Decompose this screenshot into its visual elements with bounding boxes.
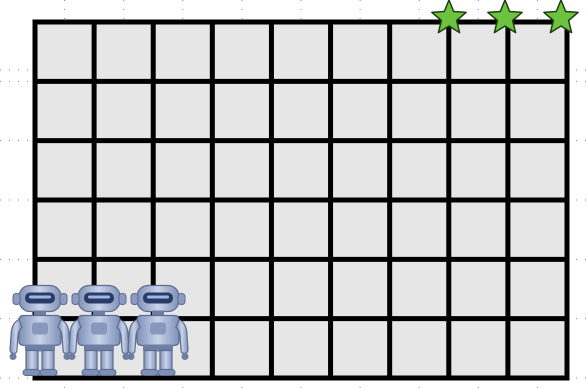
grid-cell [331,81,390,140]
grid-cell [449,259,508,318]
grid-cell [390,141,449,200]
grid-cell [271,259,330,318]
grid-cell [153,200,212,259]
grid-cell [35,22,94,81]
grid-cell [94,81,153,140]
grid-cell [449,200,508,259]
grid-cell [390,319,449,378]
grid-cell [449,81,508,140]
grid-cell [508,22,567,81]
grid-cell [212,141,271,200]
grid-cell [271,81,330,140]
grid-cell [94,200,153,259]
grid-cell [508,259,567,318]
grid-cell [153,81,212,140]
grid-cell [35,81,94,140]
grid-cell [390,81,449,140]
grid-cell [212,22,271,81]
grid-cell [508,200,567,259]
grid-cell [331,141,390,200]
grid-cell [508,81,567,140]
grid-cell [94,141,153,200]
grid-cell [271,141,330,200]
grid-cell [449,319,508,378]
grid-cell [331,22,390,81]
grid-cell [271,319,330,378]
grid-cell [508,141,567,200]
grid-cell [153,141,212,200]
grid-cell [212,81,271,140]
grid-cell [271,22,330,81]
grid-cell [331,200,390,259]
grid-cell [331,319,390,378]
grid-cell [331,259,390,318]
grid-cell [212,259,271,318]
grid-cell [153,22,212,81]
grid-cell [449,141,508,200]
grid-cell [271,200,330,259]
grid-cell [390,259,449,318]
grid-cell [35,200,94,259]
grid-cell [390,200,449,259]
grid-cell [212,319,271,378]
grid-cell [94,22,153,81]
grid-cell [35,141,94,200]
grid-cell [212,200,271,259]
grid-cell [508,319,567,378]
